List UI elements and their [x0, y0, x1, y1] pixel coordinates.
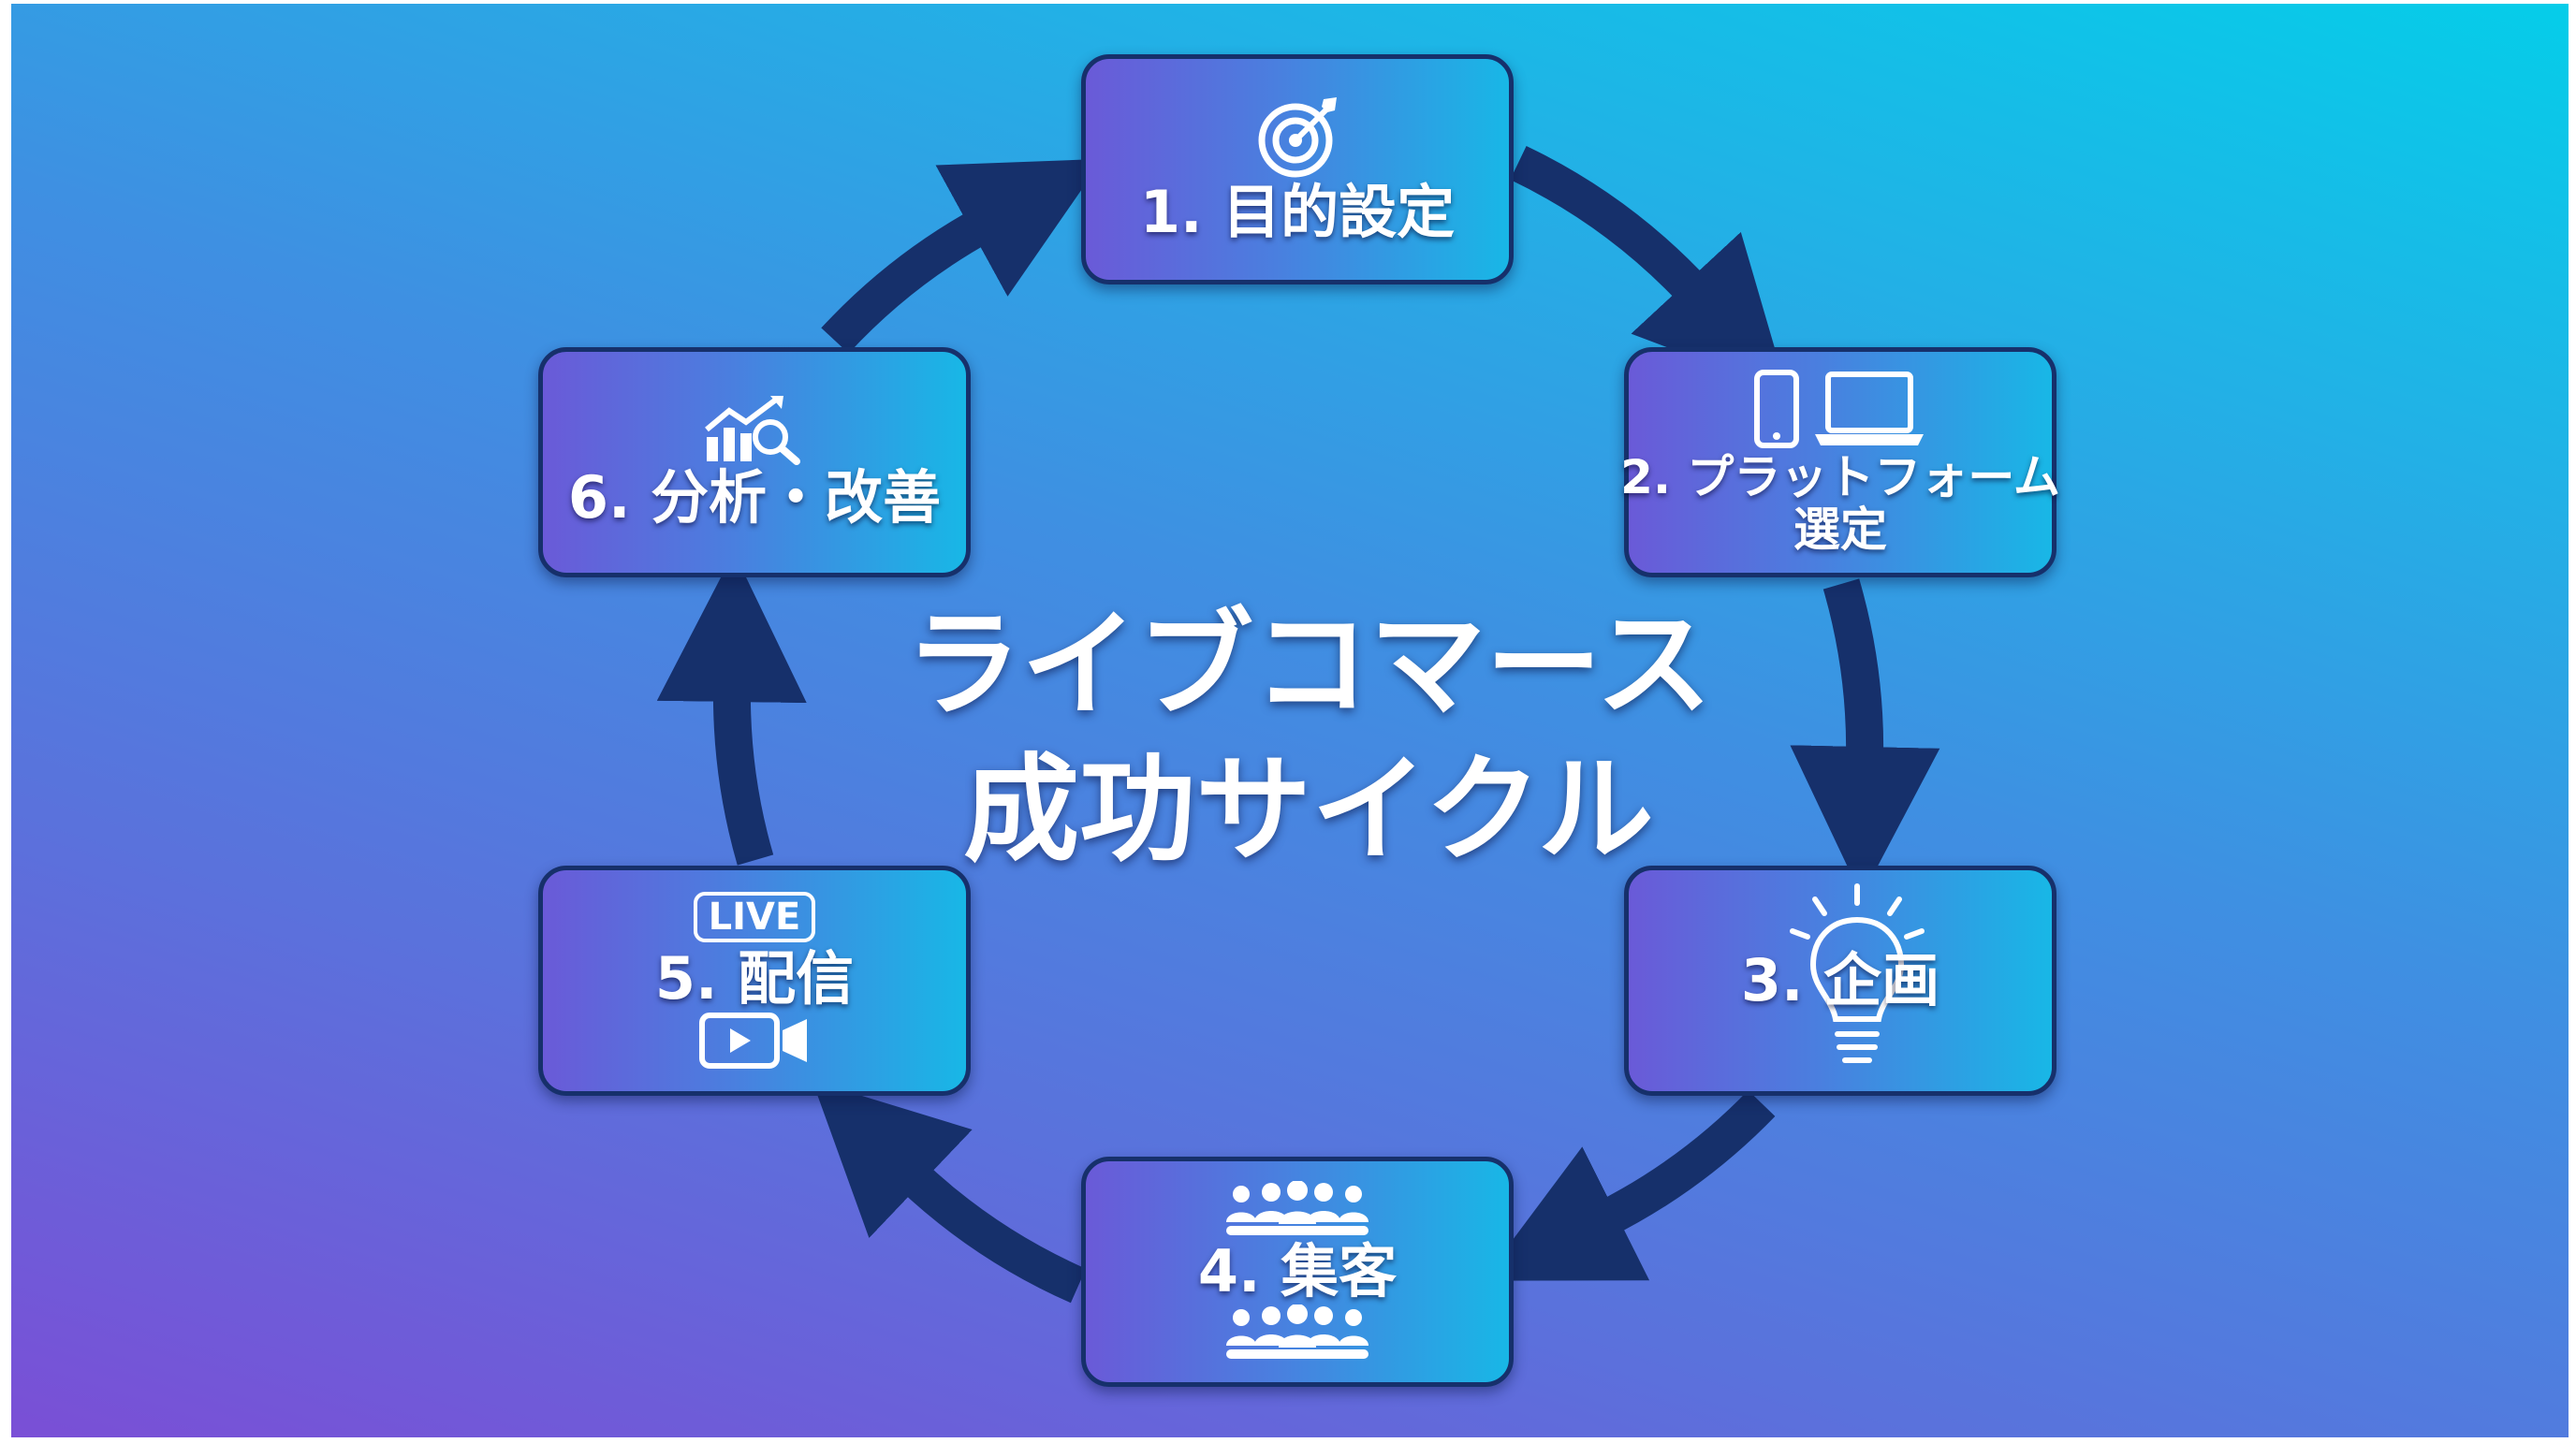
arrow-3-to-4 — [1482, 1090, 1776, 1281]
arrow-5-to-6 — [656, 552, 807, 866]
step-3-label: 3. 企画 — [1740, 946, 1940, 1015]
cycle-title-line1: ライブコマース — [905, 598, 1712, 733]
target-icon — [1258, 97, 1337, 178]
step-4-label: 4. 集客 — [1197, 1237, 1398, 1306]
live-badge: LIVE — [693, 892, 816, 943]
step-2-label: 2. プラットフォーム — [1620, 450, 2060, 504]
step-2-label-line2: 選定 — [1793, 503, 1887, 557]
cycle-arrows — [656, 145, 1940, 1304]
arrow-1-to-2 — [1510, 145, 1788, 393]
arrow-4-to-5 — [812, 1080, 1087, 1304]
chart-magnifier-icon — [705, 396, 800, 466]
step-2-platform-selection: 2. プラットフォーム 選定 — [1620, 347, 2060, 577]
phone-laptop-icon — [1754, 370, 1924, 448]
step-5-label: 5. 配信 — [654, 944, 855, 1013]
arrow-2-to-3 — [1790, 578, 1940, 896]
live-badge-text: LIVE — [708, 896, 801, 940]
step-6-label: 6. 分析・改善 — [567, 463, 942, 532]
step-5-broadcast: LIVE 5. 配信 — [538, 866, 971, 1096]
step-6-analysis-improvement: 6. 分析・改善 — [538, 347, 971, 577]
step-3-planning: 3. 企画 — [1624, 866, 2056, 1096]
video-camera-icon — [699, 1012, 807, 1069]
step-1-label: 1. 目的設定 — [1139, 178, 1456, 247]
cycle-title-line2: 成功サイクル — [963, 743, 1654, 878]
step-3-row: 3. 企画 — [1740, 883, 1940, 1064]
step-1-goal-setting: 1. 目的設定 — [1081, 54, 1514, 284]
diagram-canvas: 1. 目的設定 2. プラットフォーム 選定 3. 企画 — [11, 4, 2569, 1437]
crowd-icon — [1226, 1304, 1368, 1359]
crowd-icon — [1226, 1181, 1368, 1236]
arrow-6-to-1 — [821, 158, 1104, 354]
cycle-title: ライブコマース 成功サイクル — [822, 593, 1795, 883]
step-4-customer-attraction: 4. 集客 — [1081, 1157, 1514, 1387]
